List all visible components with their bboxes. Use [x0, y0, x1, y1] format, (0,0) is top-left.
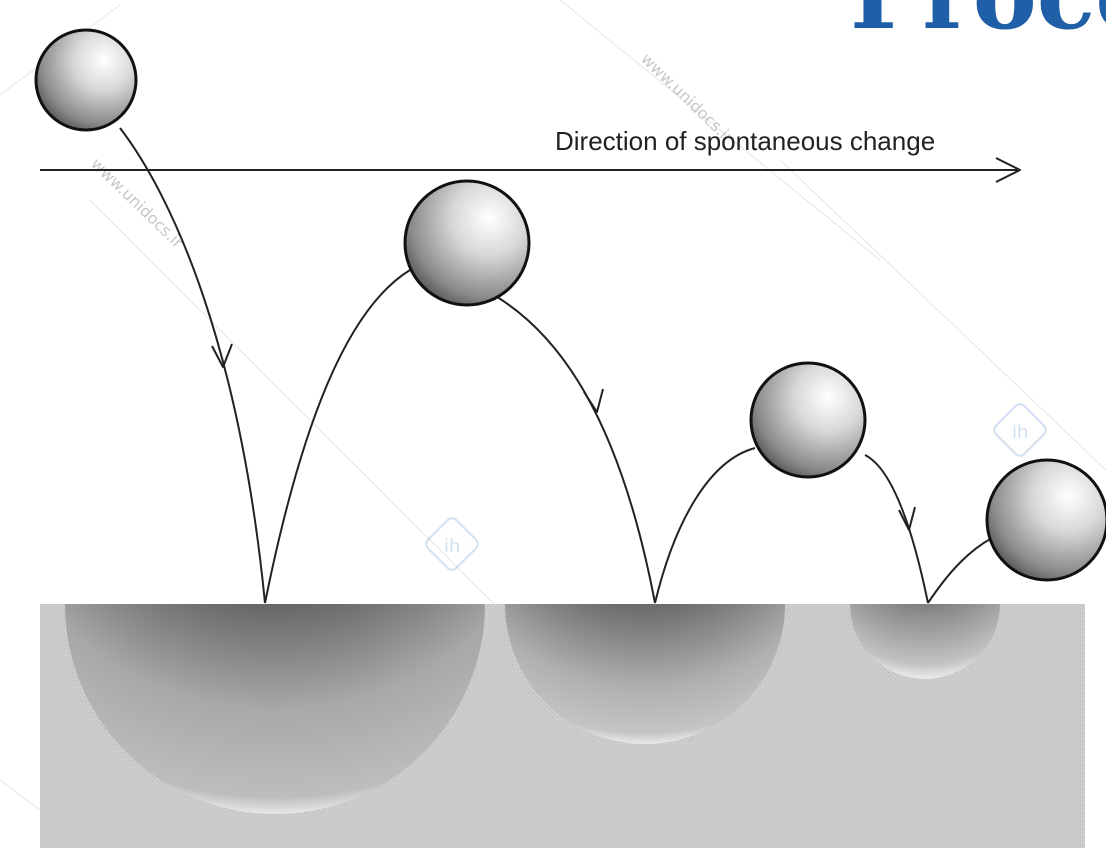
impact-zone-2: [505, 604, 785, 744]
watermark-logo-icon-2: ih: [993, 403, 1047, 457]
svg-text:ih: ih: [1012, 422, 1028, 443]
ball-trajectory: [119, 127, 993, 604]
watermark-text-2: www.unidocs.ir: [87, 154, 187, 252]
heading-fragment: Proce: [850, 0, 1106, 51]
direction-arrow: [40, 157, 1021, 183]
ball-3: [749, 361, 867, 479]
ball-2: [403, 179, 531, 307]
svg-text:ih: ih: [444, 536, 460, 557]
impact-zone-1: [65, 604, 485, 814]
ball-4: [985, 458, 1106, 582]
ball-1: [34, 28, 138, 132]
direction-label: Direction of spontaneous change: [555, 126, 935, 156]
ground: [40, 604, 1085, 848]
watermark-logo-icon: ih: [425, 517, 479, 571]
trajectory-arrowheads: [211, 343, 916, 531]
impact-zone-3: [850, 604, 1000, 679]
